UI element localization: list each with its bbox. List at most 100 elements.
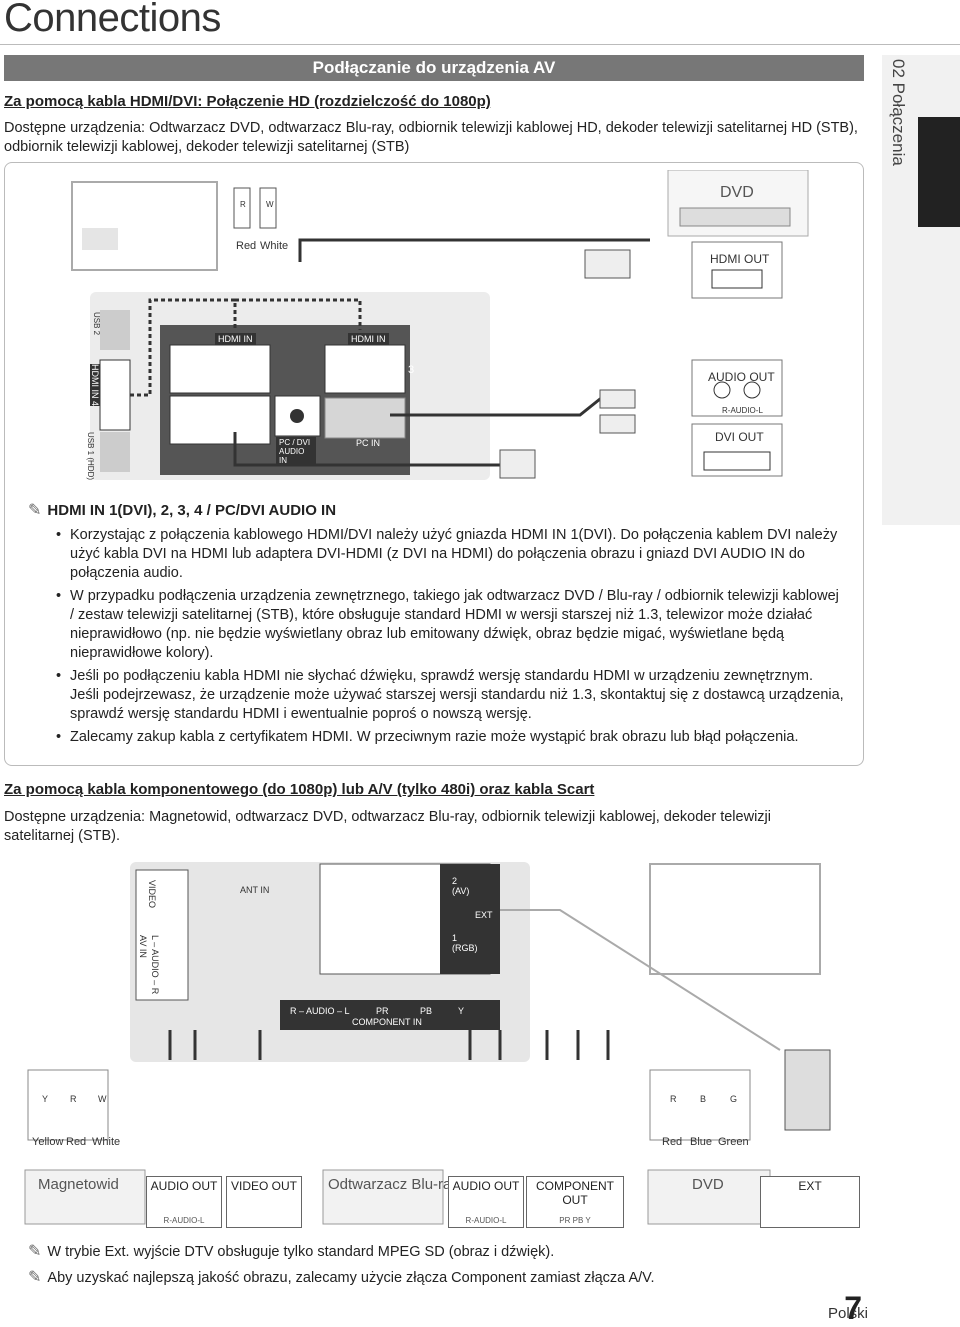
pc-in-label: PC IN	[356, 438, 381, 448]
hdmi-diagram	[71, 170, 809, 480]
bluray-component-out-label: COMPONENT OUT	[536, 1179, 614, 1207]
av-in-label: AV IN	[138, 935, 148, 958]
scart-plug	[784, 1049, 831, 1131]
usb1-port	[100, 432, 130, 472]
tv-corner	[82, 228, 118, 250]
pc-audio-jack	[290, 409, 304, 423]
note-pencil-icon: ✎	[28, 502, 42, 519]
label-blue: Blue	[690, 1136, 713, 1148]
dvd-hdmi-out-label: HDMI OUT	[710, 252, 770, 266]
label-green: Green	[718, 1136, 749, 1148]
hdmi-port-1	[169, 395, 271, 445]
component-note-2-text: Aby uzyskać najlepszą jakość obrazu, zal…	[47, 1270, 655, 1286]
component-note-1-text: W trybie Ext. wyjście DTV obsługuje tylk…	[47, 1244, 555, 1260]
hdmi-port-3	[324, 344, 406, 394]
ext-label: EXT	[475, 910, 493, 920]
component-note-1: ✎W trybie Ext. wyjście DTV obsługuje tyl…	[28, 1242, 554, 1262]
usb1-label: USB 1 (HDD)	[86, 432, 95, 481]
bluray-box	[322, 1169, 444, 1225]
hdmi-bullet-4: Zalecamy zakup kabla z certyfikatem HDMI…	[54, 728, 844, 747]
video-label: VIDEO	[147, 880, 157, 909]
side-tab-marker	[918, 117, 960, 227]
page-number: 7	[844, 1290, 862, 1326]
bluray-title: Odtwarzacz Blu-ray	[328, 1176, 459, 1193]
vcr-rl-label: R-AUDIO-L	[163, 1216, 205, 1225]
plug-w-label: W	[266, 200, 274, 209]
dvi-plug	[499, 449, 536, 479]
hdmi-in-label-left: HDMI IN	[215, 333, 256, 345]
audio-top-cable	[298, 238, 650, 262]
side-tab-label: 02 Połączenia	[889, 59, 908, 166]
plug-y-label: Y	[42, 1094, 49, 1104]
pb-label: PB	[420, 1006, 433, 1016]
comp-plugs-group	[649, 1069, 751, 1141]
vcr-audio-out: AUDIO OUT R-AUDIO-L	[146, 1176, 222, 1228]
audio-main-cable	[390, 393, 606, 417]
title-divider	[0, 44, 960, 45]
pr-label: PR	[376, 1006, 389, 1016]
dvd-audio-out-box	[691, 359, 783, 417]
hdmi-bullet-3: Jeśli po podłączeniu kabla HDMI nie słyc…	[54, 667, 844, 724]
scart-2-label: 2 (AV)	[452, 876, 470, 896]
ant-in-label: ANT IN	[240, 885, 270, 895]
vcr-audio-out-label: AUDIO OUT	[150, 1179, 218, 1193]
port-3-label: 3	[408, 364, 415, 376]
label-yellow: Yellow	[32, 1136, 64, 1148]
component-devices: Dostępne urządzenia: Magnetowid, odtwarz…	[4, 809, 771, 844]
port-1-label: 1	[176, 408, 182, 418]
hdmi-bullets: Korzystając z połączenia kablowego HDMI/…	[54, 526, 844, 751]
plug-w-label-2: W	[98, 1094, 107, 1104]
dvd-dvi-port	[703, 451, 771, 471]
dvd-dvi-out-label: DVI OUT	[715, 430, 764, 444]
usb2-label: USB 2	[92, 312, 101, 336]
hdmi-in-4-label: HDMI IN 4	[90, 364, 100, 407]
port-1-sub-label: (DVI)	[172, 418, 193, 428]
label-red-3: Red	[662, 1136, 683, 1148]
plug-r-label: R	[240, 200, 246, 209]
scart-label-panel	[440, 864, 500, 974]
hdmi-bullet-1: Korzystając z połączenia kablowego HDMI/…	[54, 526, 844, 583]
usb2-port	[100, 310, 130, 350]
label-white-2: White	[92, 1136, 121, 1148]
hdmi-devices: Dostępne urządzenia: Odtwarzacz DVD, odt…	[4, 120, 858, 155]
plug-r-label-3: R	[670, 1094, 677, 1104]
hdmi-in-4-port	[99, 359, 131, 431]
tv-outline-2	[649, 863, 821, 975]
dvd-audio-r	[713, 381, 731, 399]
bluray-pr-pb-y-label: PR PB Y	[559, 1216, 591, 1225]
footer-language: Polski	[827, 1305, 868, 1322]
hdmi-bullet-2: W przypadku podłączenia urządzenia zewnę…	[54, 587, 844, 663]
cable-scart	[500, 909, 781, 1051]
bluray-audio-out-label: AUDIO OUT	[452, 1179, 520, 1193]
pc-in-port	[324, 397, 406, 439]
vcr-video-out: VIDEO OUT	[226, 1176, 302, 1228]
plug-b-label: B	[700, 1094, 707, 1104]
dvi-main-cable	[233, 432, 500, 467]
vcr-box	[24, 1169, 146, 1225]
y-label: Y	[458, 1006, 465, 1016]
hdmi-note-heading: ✎HDMI IN 1(DVI), 2, 3, 4 / PC/DVI AUDIO …	[28, 500, 336, 520]
note-pencil-icon: ✎	[28, 1269, 42, 1286]
section-bar: Podłączanie do urządzenia AV	[4, 55, 864, 81]
hdmi-plug	[584, 249, 631, 279]
av-plugs-group	[27, 1069, 109, 1141]
dvd-title: DVD	[720, 184, 754, 201]
chapter-side-tab: 02 Połączenia	[882, 55, 960, 525]
dvd-audio-out-label: AUDIO OUT	[708, 370, 775, 384]
hdmi-section-frame	[4, 162, 864, 766]
scart-1-label: 1 (RGB)	[452, 933, 478, 953]
dvd-ext-label: EXT	[798, 1179, 822, 1193]
dvd-r-audio-l-label: R-AUDIO-L	[722, 406, 763, 415]
page-title: Connections	[4, 0, 221, 40]
comp-audio-label: R – AUDIO – L	[290, 1006, 350, 1016]
av-in-panel	[135, 869, 189, 1001]
dvd-ext: EXT	[760, 1176, 860, 1228]
bluray-audio-out: AUDIO OUT R-AUDIO-L	[448, 1176, 524, 1228]
vcr-title: Magnetowid	[38, 1176, 119, 1193]
dvd-audio-l	[743, 381, 761, 399]
vcr-video-out-label: VIDEO OUT	[230, 1179, 297, 1193]
rca-plug-white	[599, 389, 636, 409]
hdmi-heading: Za pomocą kabla HDMI/DVI: Połączenie HD …	[4, 93, 491, 110]
dvd-hdmi-port	[711, 269, 763, 289]
dvd-title-2: DVD	[692, 1176, 724, 1193]
